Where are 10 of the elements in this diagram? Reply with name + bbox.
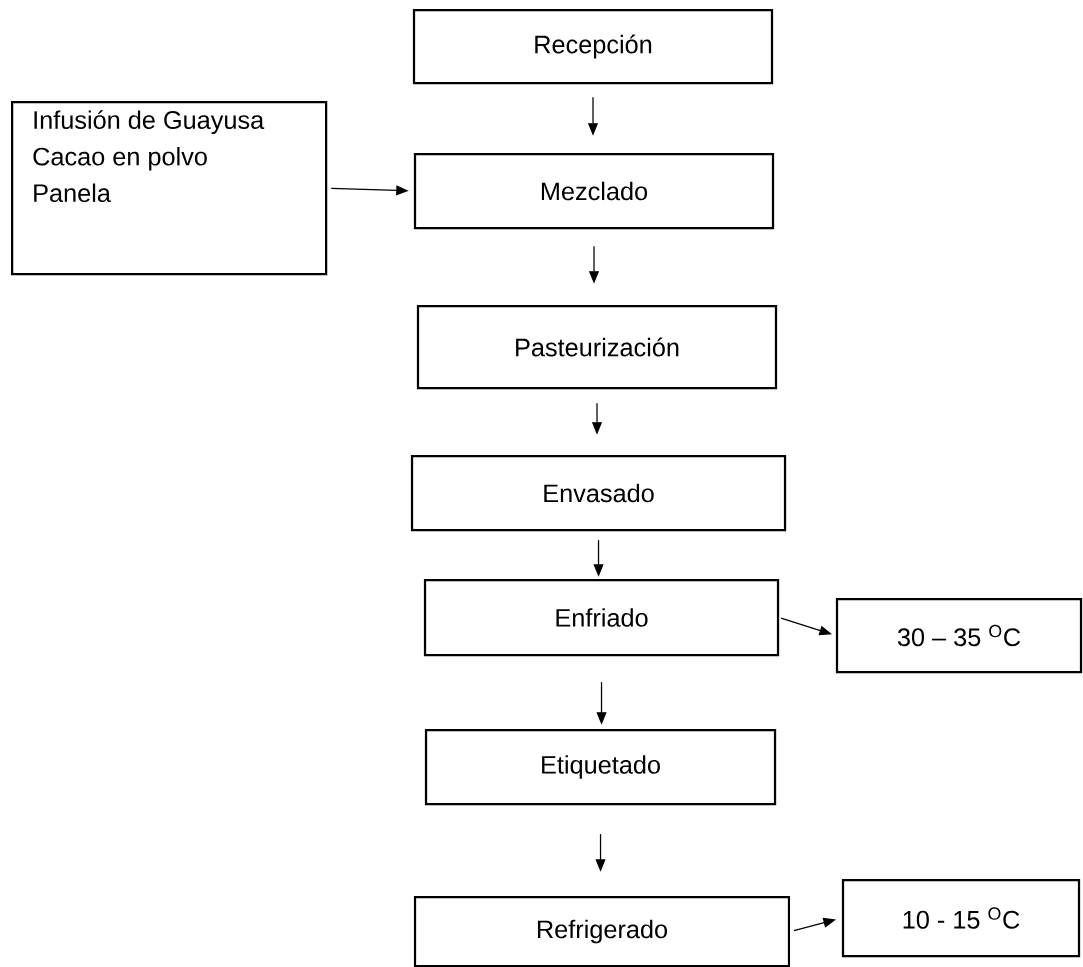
process-box: 10 - 15 $^{O}$C <box>841 878 1081 958</box>
process-box: Envasado <box>410 454 787 532</box>
input-box: Infusión de Guayusa Cacao en polvo Panela <box>11 101 328 276</box>
process-box: Mezclado <box>413 152 775 230</box>
process-box: Recepción <box>412 8 774 85</box>
process-box: Etiquetado <box>424 728 777 806</box>
process-box: Refrigerado <box>413 895 791 967</box>
process-box: Pasteurización <box>416 304 778 390</box>
process-box: 30 – 35 $^{O}$C <box>835 597 1083 674</box>
process-box: Enfriado <box>423 578 780 657</box>
